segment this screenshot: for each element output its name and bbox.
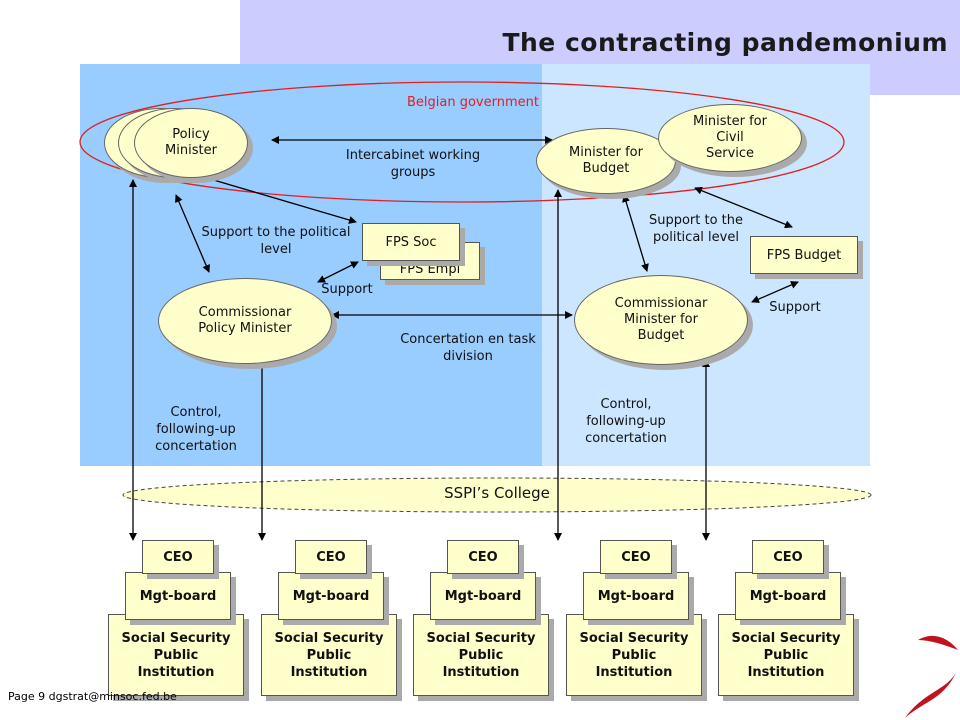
mgt-board-label: Mgt-board bbox=[444, 588, 522, 604]
mgt-board-label: Mgt-board bbox=[139, 588, 217, 604]
ceo-label: CEO bbox=[468, 549, 498, 565]
mgt-board-label: Mgt-board bbox=[292, 588, 370, 604]
institution-label: Social Security Public Institution bbox=[121, 630, 231, 680]
ceo-box: CEO bbox=[752, 540, 824, 574]
policy-support-arrow bbox=[175, 194, 210, 273]
ceo-box: CEO bbox=[600, 540, 672, 574]
intercabinet-label: Intercabinet working groups bbox=[345, 148, 481, 180]
logo-swoosh bbox=[905, 668, 958, 718]
commissionar-policy-ellipse: Commissionar Policy Minister bbox=[158, 278, 332, 364]
institution-box: Social Security Public Institution bbox=[413, 614, 549, 696]
minister-civil-ellipse: Minister for Civil Service bbox=[658, 104, 802, 172]
college-label: SSPI’s College bbox=[444, 484, 550, 502]
mgt-board-box: Mgt-board bbox=[430, 572, 536, 620]
mgt-board-box: Mgt-board bbox=[583, 572, 689, 620]
commissionar-budget-ellipse: Commissionar Minister for Budget bbox=[574, 275, 748, 365]
institution-label: Social Security Public Institution bbox=[579, 630, 689, 680]
minister-budget-label: Minister for Budget bbox=[569, 145, 643, 176]
commissionar-policy-label: Commissionar Policy Minister bbox=[198, 305, 292, 336]
institution-label: Social Security Public Institution bbox=[274, 630, 384, 680]
minister-budget-ellipse: Minister for Budget bbox=[536, 128, 676, 194]
budget-support-arrow bbox=[622, 194, 649, 272]
ceo-box: CEO bbox=[142, 540, 214, 574]
support-political-right-label: Support to the political level bbox=[648, 213, 744, 245]
control-right-label: Control, following-up concertation bbox=[585, 397, 667, 446]
support-left-label: Support bbox=[321, 282, 373, 297]
institution-label: Social Security Public Institution bbox=[426, 630, 536, 680]
institution-box: Social Security Public Institution bbox=[108, 614, 244, 696]
institution-box: Social Security Public Institution bbox=[261, 614, 397, 696]
mgt-board-box: Mgt-board bbox=[278, 572, 384, 620]
fps-commissionar-arrow bbox=[317, 261, 359, 283]
ceo-label: CEO bbox=[316, 549, 346, 565]
fps-budget-arrow bbox=[751, 281, 799, 303]
policy-minister-ellipse: Policy Minister bbox=[134, 108, 248, 178]
mgt-board-box: Mgt-board bbox=[735, 572, 841, 620]
civil-fps-arrow bbox=[694, 186, 793, 229]
mgt-board-label: Mgt-board bbox=[597, 588, 675, 604]
ceo-label: CEO bbox=[621, 549, 651, 565]
institution-label: Social Security Public Institution bbox=[731, 630, 841, 680]
mgt-board-box: Mgt-board bbox=[125, 572, 231, 620]
minister-civil-label: Minister for Civil Service bbox=[693, 114, 767, 161]
commissionar-budget-label: Commissionar Minister for Budget bbox=[614, 296, 708, 343]
ceo-box: CEO bbox=[295, 540, 367, 574]
fps-soc-label: FPS Soc bbox=[385, 234, 437, 250]
institution-box: Social Security Public Institution bbox=[718, 614, 854, 696]
ceo-label: CEO bbox=[773, 549, 803, 565]
ceo-box: CEO bbox=[447, 540, 519, 574]
fps-empl-label: FPS Empl bbox=[399, 262, 461, 277]
fps-budget-label: FPS Budget bbox=[766, 247, 842, 263]
college-ellipse bbox=[122, 477, 872, 513]
fps-soc-box: FPS Soc bbox=[362, 223, 460, 261]
policy-minister-label: Policy Minister bbox=[165, 127, 217, 158]
government-ellipse bbox=[79, 81, 845, 203]
concertation-label: Concertation en task division bbox=[400, 332, 536, 364]
mgt-board-label: Mgt-board bbox=[749, 588, 827, 604]
policy-fps-arrow bbox=[199, 174, 357, 224]
government-label: Belgian government bbox=[407, 95, 539, 110]
support-right-label: Support bbox=[769, 300, 821, 315]
page-title: The contracting pandemonium bbox=[502, 28, 948, 57]
support-political-left-label: Support to the political level bbox=[201, 225, 351, 257]
ceo-label: CEO bbox=[163, 549, 193, 565]
control-left-label: Control, following-up concertation bbox=[155, 405, 237, 454]
institution-box: Social Security Public Institution bbox=[566, 614, 702, 696]
footer-text: Page 9 dgstrat@minsoc.fed.be bbox=[8, 690, 177, 703]
fps-budget-box: FPS Budget bbox=[750, 236, 858, 274]
